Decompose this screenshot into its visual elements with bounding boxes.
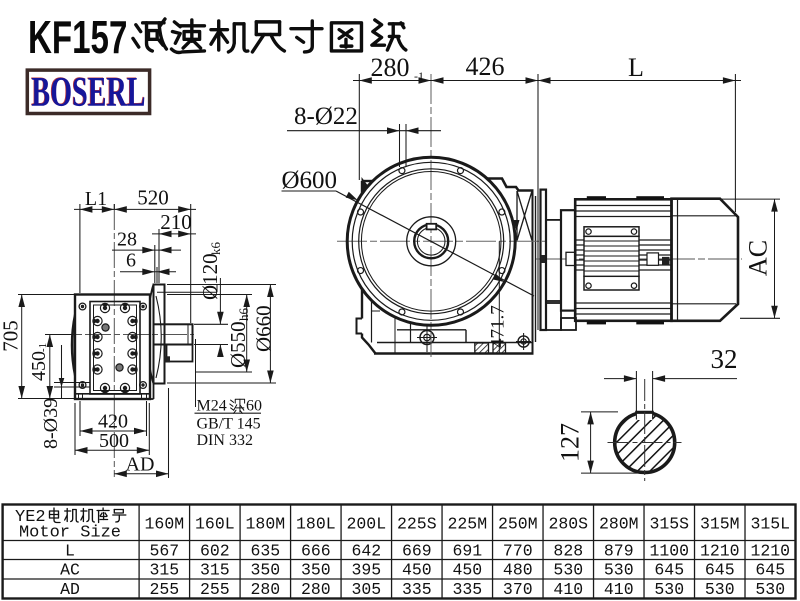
svg-text:410: 410 [553,580,583,599]
svg-text:AC: AC [60,561,80,580]
svg-text:315S: 315S [649,515,689,534]
svg-text:315: 315 [149,561,179,580]
svg-text:305: 305 [351,580,381,599]
svg-text:28: 28 [117,229,137,251]
svg-text:160M: 160M [145,515,185,534]
svg-text:828: 828 [553,542,583,561]
svg-text:635: 635 [250,542,280,561]
svg-text:691: 691 [452,542,482,561]
svg-text:370: 370 [503,580,533,599]
svg-text:335: 335 [402,580,432,599]
svg-text:BOSERL: BOSERL [31,68,145,115]
svg-text:530: 530 [604,561,634,580]
svg-text:127: 127 [556,423,585,462]
svg-text:567: 567 [149,542,179,561]
svg-text:225S: 225S [397,515,437,534]
svg-text:280: 280 [250,580,280,599]
svg-text:520: 520 [137,186,169,210]
svg-text:L: L [65,542,75,561]
svg-text:450: 450 [452,561,482,580]
svg-text:Ø660: Ø660 [252,305,276,352]
svg-text:Motor Size: Motor Size [19,524,121,543]
svg-text:180L: 180L [296,515,336,534]
svg-text:480: 480 [503,561,533,580]
svg-text:669: 669 [402,542,432,561]
svg-text:666: 666 [301,542,331,561]
svg-text:8-Ø22: 8-Ø22 [294,103,358,130]
svg-text:530: 530 [654,580,684,599]
svg-text:h6: h6 [236,308,251,322]
svg-text:1210: 1210 [700,542,740,561]
svg-text:770: 770 [503,542,533,561]
svg-text:32: 32 [711,344,738,374]
svg-text:315M: 315M [700,515,740,534]
svg-text:AC: AC [744,240,773,276]
svg-text:705: 705 [0,320,23,352]
svg-text:530: 530 [705,580,735,599]
svg-text:1100: 1100 [649,542,689,561]
svg-text:60: 60 [246,398,262,415]
svg-text:YE2: YE2 [15,508,46,527]
svg-text:280S: 280S [548,515,588,534]
svg-text:AD: AD [126,454,155,476]
svg-text:8-Ø39: 8-Ø39 [40,398,62,449]
svg-text:210: 210 [160,210,192,234]
svg-text:200L: 200L [347,515,387,534]
svg-text:L1: L1 [85,188,107,210]
svg-text:879: 879 [604,542,634,561]
svg-text:350: 350 [250,561,280,580]
svg-text:426: 426 [466,52,505,81]
svg-text:Ø550: Ø550 [226,321,250,368]
svg-text:471.7: 471.7 [488,305,509,348]
svg-text:M24: M24 [197,398,227,415]
svg-text:642: 642 [351,542,381,561]
svg-text:280: 280 [371,53,410,82]
svg-text:602: 602 [200,542,230,561]
svg-text:k6: k6 [208,242,223,256]
svg-text:GB/T 145: GB/T 145 [197,416,261,433]
svg-text:Ø120: Ø120 [198,253,222,300]
svg-text:280: 280 [301,580,331,599]
svg-text:530: 530 [553,561,583,580]
svg-text:645: 645 [654,561,684,580]
svg-text:280M: 280M [599,515,639,534]
svg-text:350: 350 [301,561,331,580]
svg-text:530: 530 [755,580,785,599]
svg-text:-1: -1 [414,69,424,83]
svg-text:420: 420 [98,411,128,433]
svg-text:645: 645 [705,561,735,580]
svg-text:250M: 250M [498,515,538,534]
svg-text:180M: 180M [246,515,286,534]
svg-text:500: 500 [99,430,129,452]
svg-text:315: 315 [200,561,230,580]
svg-text:645: 645 [755,561,785,580]
svg-text:Ø600: Ø600 [282,167,338,194]
svg-text:450: 450 [402,561,432,580]
svg-text:BOSERL: BOSERL [31,68,145,115]
svg-text:255: 255 [200,580,230,599]
svg-text:450: 450 [28,351,50,381]
svg-text:AD: AD [60,580,80,599]
svg-text:-1: -1 [37,343,49,352]
svg-text:160L: 160L [195,515,235,534]
svg-text:L: L [628,53,644,82]
svg-text:6: 6 [126,250,136,272]
svg-text:335: 335 [452,580,482,599]
svg-text:KF157: KF157 [28,13,127,63]
svg-text:315L: 315L [750,515,790,534]
svg-text:255: 255 [149,580,179,599]
svg-text:225M: 225M [447,515,487,534]
svg-text:410: 410 [604,580,634,599]
svg-text:DIN 332: DIN 332 [197,432,253,449]
svg-text:1210: 1210 [750,542,790,561]
svg-text:395: 395 [351,561,381,580]
